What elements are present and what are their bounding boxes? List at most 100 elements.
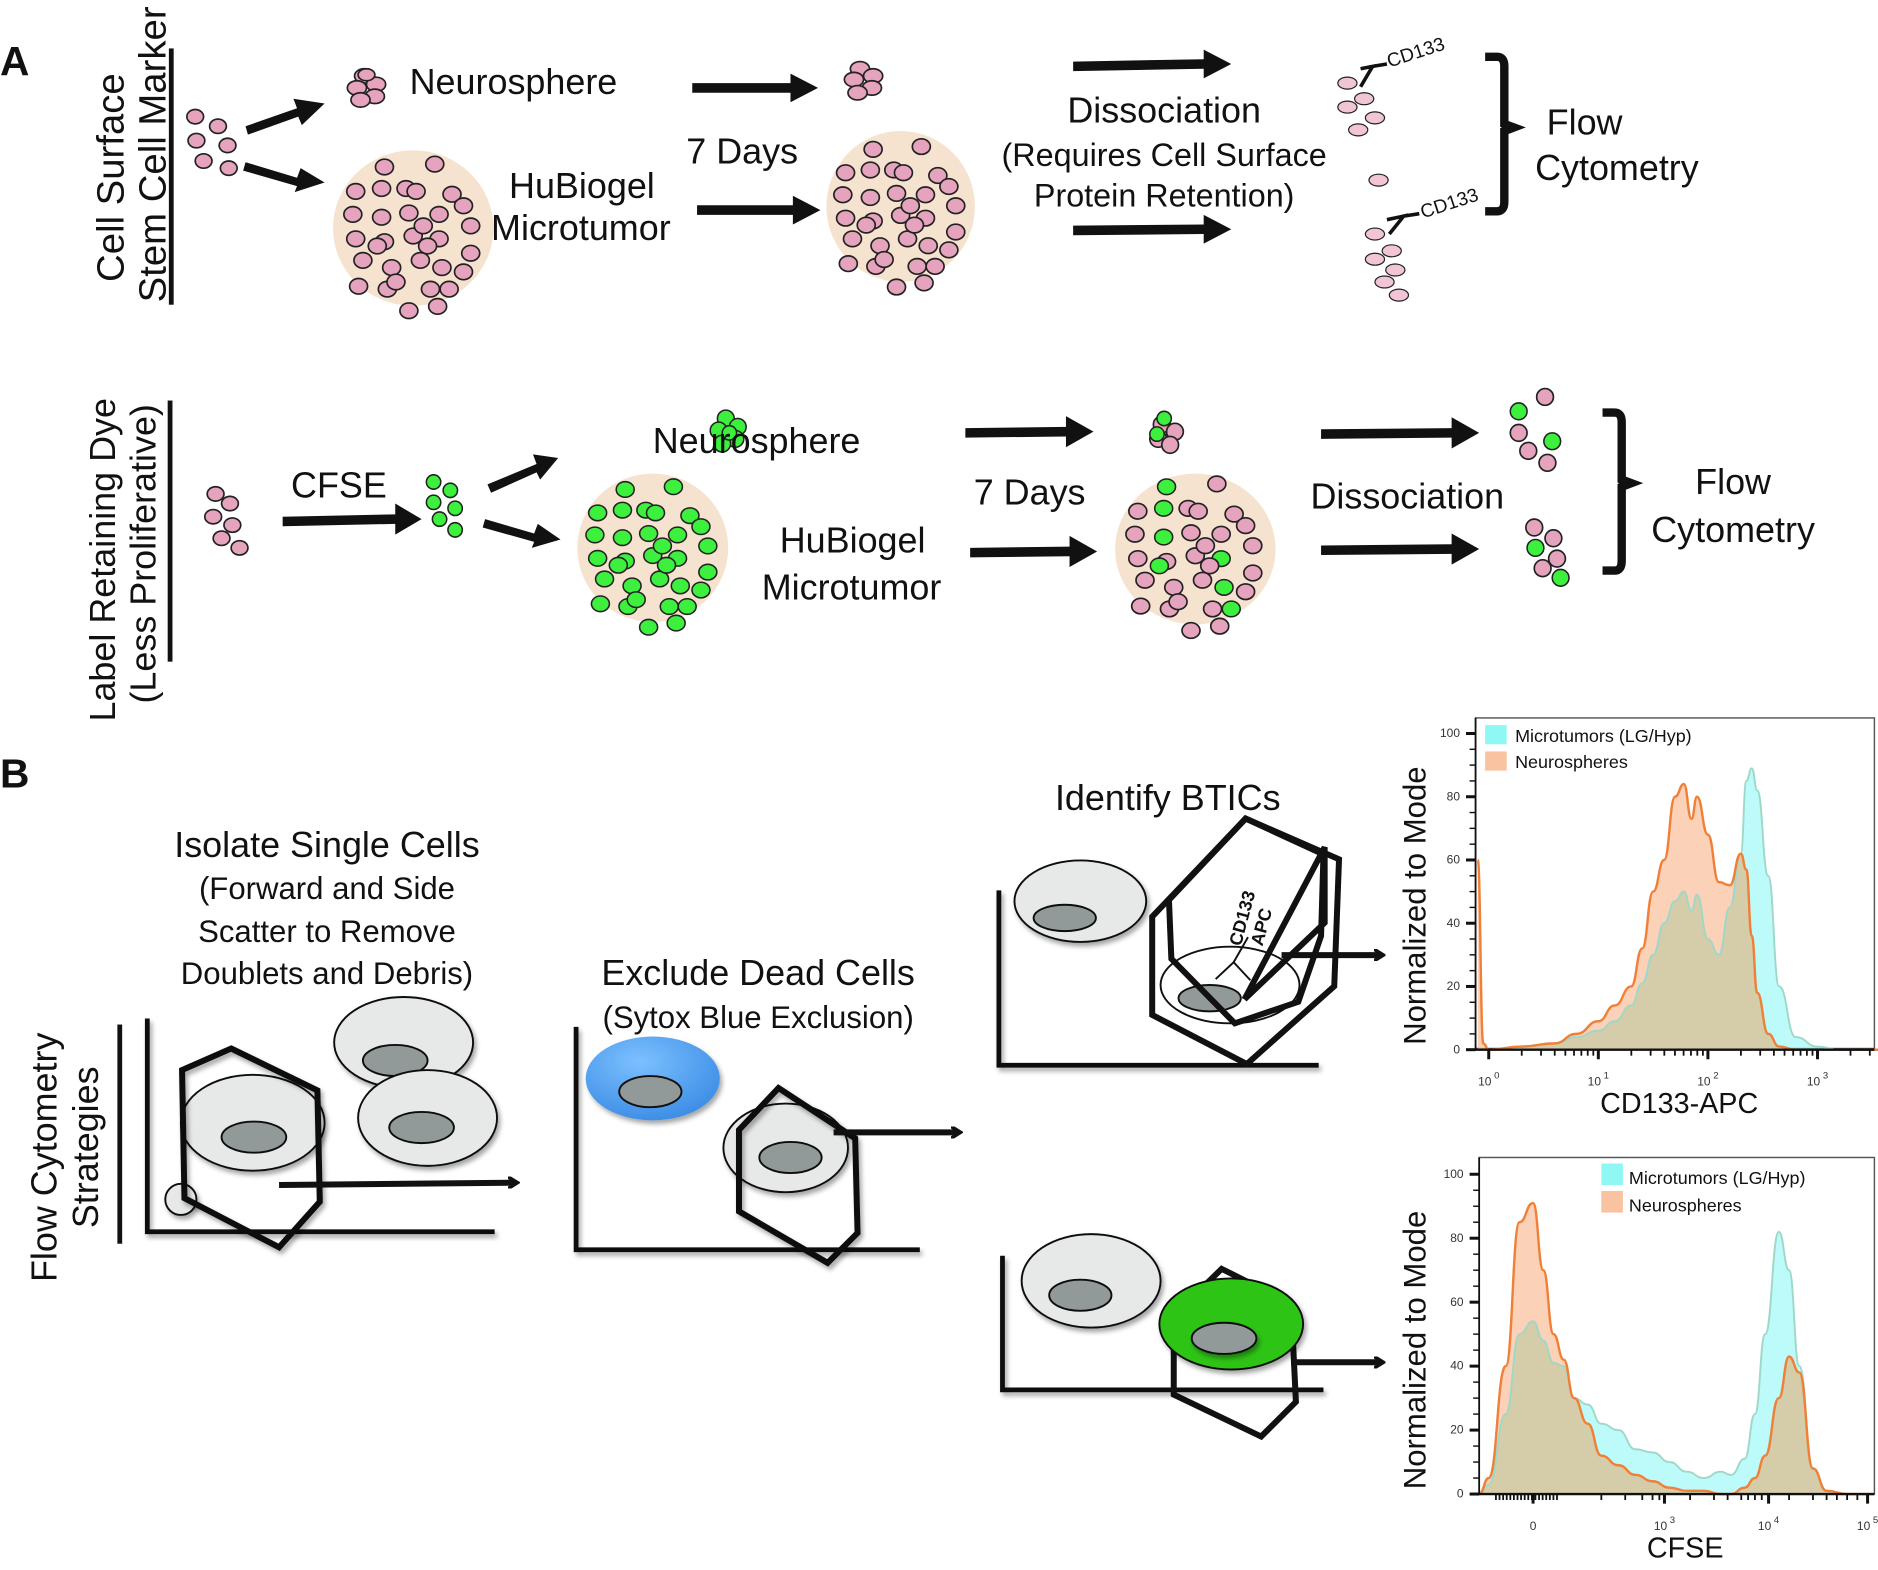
x-tick-label: 10 3 <box>1654 1515 1675 1533</box>
cell-icon <box>1235 583 1256 601</box>
cell-icon <box>698 537 718 555</box>
cell-icon <box>677 597 697 616</box>
cell-icon <box>1202 600 1223 618</box>
cell-icon <box>670 577 691 595</box>
y-tick-label: 80 <box>1450 1231 1464 1245</box>
cell-icon <box>1125 525 1145 543</box>
cell-icon <box>371 208 392 226</box>
cell-icon <box>925 257 945 276</box>
arrow-to-neurosphere-1 <box>245 98 325 135</box>
legend-label-microtumors: Microtumors (LG/Hyp) <box>1629 1168 1806 1188</box>
antibody-icon <box>1359 62 1388 88</box>
cell-icon <box>1149 557 1170 575</box>
cell-icon <box>410 251 431 270</box>
cell-icon <box>835 164 856 182</box>
cell-icon <box>1168 593 1188 611</box>
cell-icon <box>1195 537 1216 555</box>
row1-flow-label-1: Flow <box>1547 102 1624 143</box>
arrow-dissociation-top-2 <box>1321 417 1480 449</box>
arrow-dissociation-bottom-2 <box>1321 533 1480 565</box>
cell-icon <box>1242 537 1263 555</box>
cell-icon <box>1214 578 1234 596</box>
y-tick-label: 100 <box>1444 1167 1464 1181</box>
cell-icon <box>345 230 366 248</box>
step2-title: Exclude Dead Cells <box>601 952 914 993</box>
gate-hexagon <box>735 1084 861 1267</box>
cell-icon <box>945 223 966 241</box>
step1-scatter-plot <box>144 996 515 1252</box>
cell-icon <box>1224 505 1244 523</box>
row1-side-label-line1: Cell Surface <box>89 73 132 282</box>
step3-axes-top <box>996 890 1319 1068</box>
y-tick-label: 100 <box>1440 726 1460 740</box>
x-tick-label: 10 5 <box>1857 1515 1878 1533</box>
chart2-xlabel: CFSE <box>1647 1533 1724 1565</box>
row1-neurosphere-label: Neurosphere <box>410 61 618 102</box>
x-tick-label: 10 0 <box>1478 1070 1499 1088</box>
cell-icon <box>406 182 426 201</box>
row2-flow-label-2: Cytometry <box>1651 509 1815 550</box>
cell-icon <box>833 186 853 204</box>
cell-icon <box>432 258 452 277</box>
cell-icon <box>587 549 608 567</box>
cell-icon <box>860 161 881 179</box>
histogram-overlap <box>1477 853 1878 1050</box>
cell-icon <box>374 158 395 176</box>
y-tick-label: 60 <box>1447 853 1461 867</box>
cell-icon <box>399 204 419 222</box>
cell-icon <box>343 205 363 224</box>
chart2-ylabel: Normalized to Mode <box>1397 1211 1432 1490</box>
cell-icon <box>907 257 928 276</box>
dissociated-cells-cd133-1 <box>1337 62 1420 302</box>
cell-icon <box>371 179 392 198</box>
arrow-to-neurosphere-2 <box>487 454 559 493</box>
step2-note: (Sytox Blue Exclusion) <box>602 1000 913 1035</box>
cell-icon <box>1135 571 1155 589</box>
cd133-label-top: CD133 <box>1384 34 1447 72</box>
row2-side-label-line2: (Less Proliferative) <box>123 404 164 703</box>
cell-icon <box>1153 499 1174 517</box>
cell-icon <box>417 237 438 255</box>
cell-icon <box>1199 557 1220 575</box>
cell-icon <box>429 205 449 224</box>
row1-side-label-line2: Stem Cell Marker <box>131 6 174 302</box>
arrow-cfse <box>282 503 422 535</box>
step3-axes-bottom <box>1000 1255 1324 1393</box>
legend-swatch-microtumors <box>1601 1163 1623 1186</box>
step3-cd133-plot: CD133 APC <box>996 814 1381 1068</box>
legend-swatch-neurospheres <box>1485 751 1507 771</box>
cell-icon <box>638 618 659 636</box>
cell-icon <box>1242 564 1263 582</box>
row2-flow-label-1: Flow <box>1695 461 1772 502</box>
legend-label-microtumors: Microtumors (LG/Hyp) <box>1515 726 1692 746</box>
cell-icon <box>1130 597 1151 615</box>
cell-icon <box>367 237 388 255</box>
cell-icon <box>928 166 948 185</box>
cell-icon <box>680 507 700 525</box>
cell-icon <box>1163 578 1184 597</box>
dissociated-cells-cfse <box>1509 387 1570 587</box>
cell-icon <box>886 184 907 203</box>
panel-b-side-label-line1: Flow Cytometry <box>23 1033 64 1283</box>
cell-icon <box>914 274 934 292</box>
cell-icon <box>1188 502 1209 520</box>
cell-icon <box>442 185 462 203</box>
cell-icon <box>424 155 445 173</box>
cell-icon <box>608 556 629 574</box>
cell-icon <box>1192 571 1213 589</box>
row1-dissociation-label: Dissociation <box>1067 90 1261 131</box>
gate-hexagon <box>179 1045 323 1252</box>
y-tick-label: 20 <box>1447 979 1461 993</box>
histogram-line-neurospheres <box>1476 782 1878 1051</box>
cell-icon <box>652 537 673 555</box>
row2-side-label-line1: Label Retaining Dye <box>82 398 123 722</box>
cell-icon <box>626 591 646 609</box>
panel-b-label: B <box>0 750 29 796</box>
step1-note-1: (Forward and Side <box>199 871 455 906</box>
cell-icon <box>659 597 680 616</box>
cell-icon <box>1156 478 1177 496</box>
step2-scatter-plot <box>573 1026 958 1267</box>
cd133-gate-hexagon <box>1149 814 1343 1068</box>
row1-side-label: Cell Surface Stem Cell Marker <box>89 6 174 305</box>
